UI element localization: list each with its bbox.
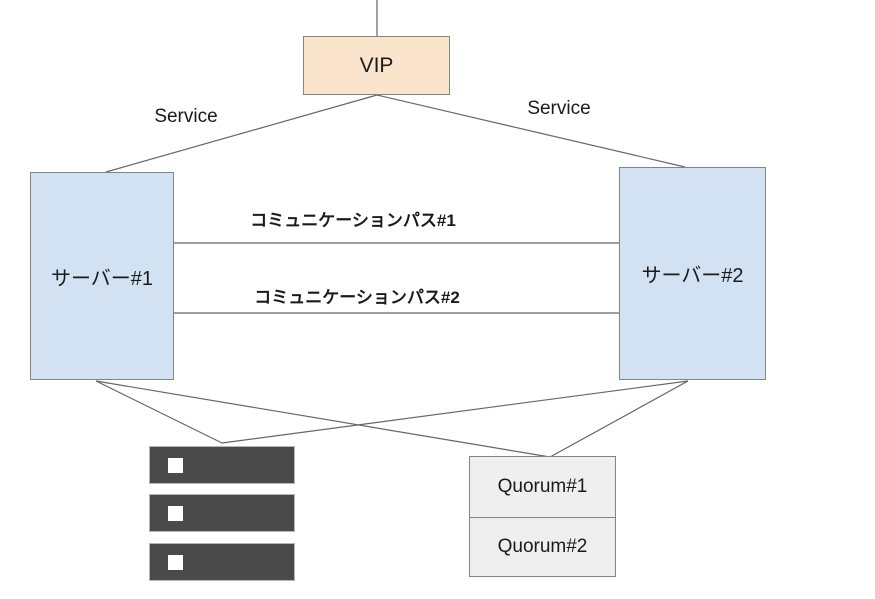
- service-line-to-server1: [105, 94, 378, 173]
- disk-led-icon: [168, 458, 183, 473]
- disk-led-icon: [168, 555, 183, 570]
- storage-stack: [149, 446, 295, 581]
- storage-unit: [149, 446, 295, 484]
- server2-node: サーバー#2: [619, 167, 766, 380]
- quorum2-label: Quorum#2: [497, 536, 588, 557]
- service-label-right: Service: [527, 98, 591, 119]
- quorum1-label: Quorum#1: [497, 476, 588, 497]
- storage-unit: [149, 543, 295, 581]
- server1-node: サーバー#1: [30, 172, 174, 380]
- server2-storage-line: [221, 380, 689, 444]
- vip-label: VIP: [359, 53, 394, 77]
- server2-quorum-line: [549, 380, 689, 458]
- vip-node: VIP: [303, 36, 450, 95]
- server1-label: サーバー#1: [50, 267, 154, 290]
- storage-unit: [149, 494, 295, 532]
- service-label-left: Service: [154, 106, 218, 127]
- quorum1-node: Quorum#1: [469, 456, 616, 518]
- server2-label: サーバー#2: [641, 265, 744, 287]
- service-line-to-server2: [376, 94, 686, 168]
- server1-storage-line: [95, 380, 223, 444]
- quorum2-node: Quorum#2: [469, 517, 616, 577]
- server1-quorum-line: [95, 380, 551, 458]
- comm-path1-label: コミュニケーションパス#1: [250, 211, 456, 230]
- disk-led-icon: [168, 506, 183, 521]
- comm-path2-label: コミュニケーションパス#2: [254, 288, 460, 307]
